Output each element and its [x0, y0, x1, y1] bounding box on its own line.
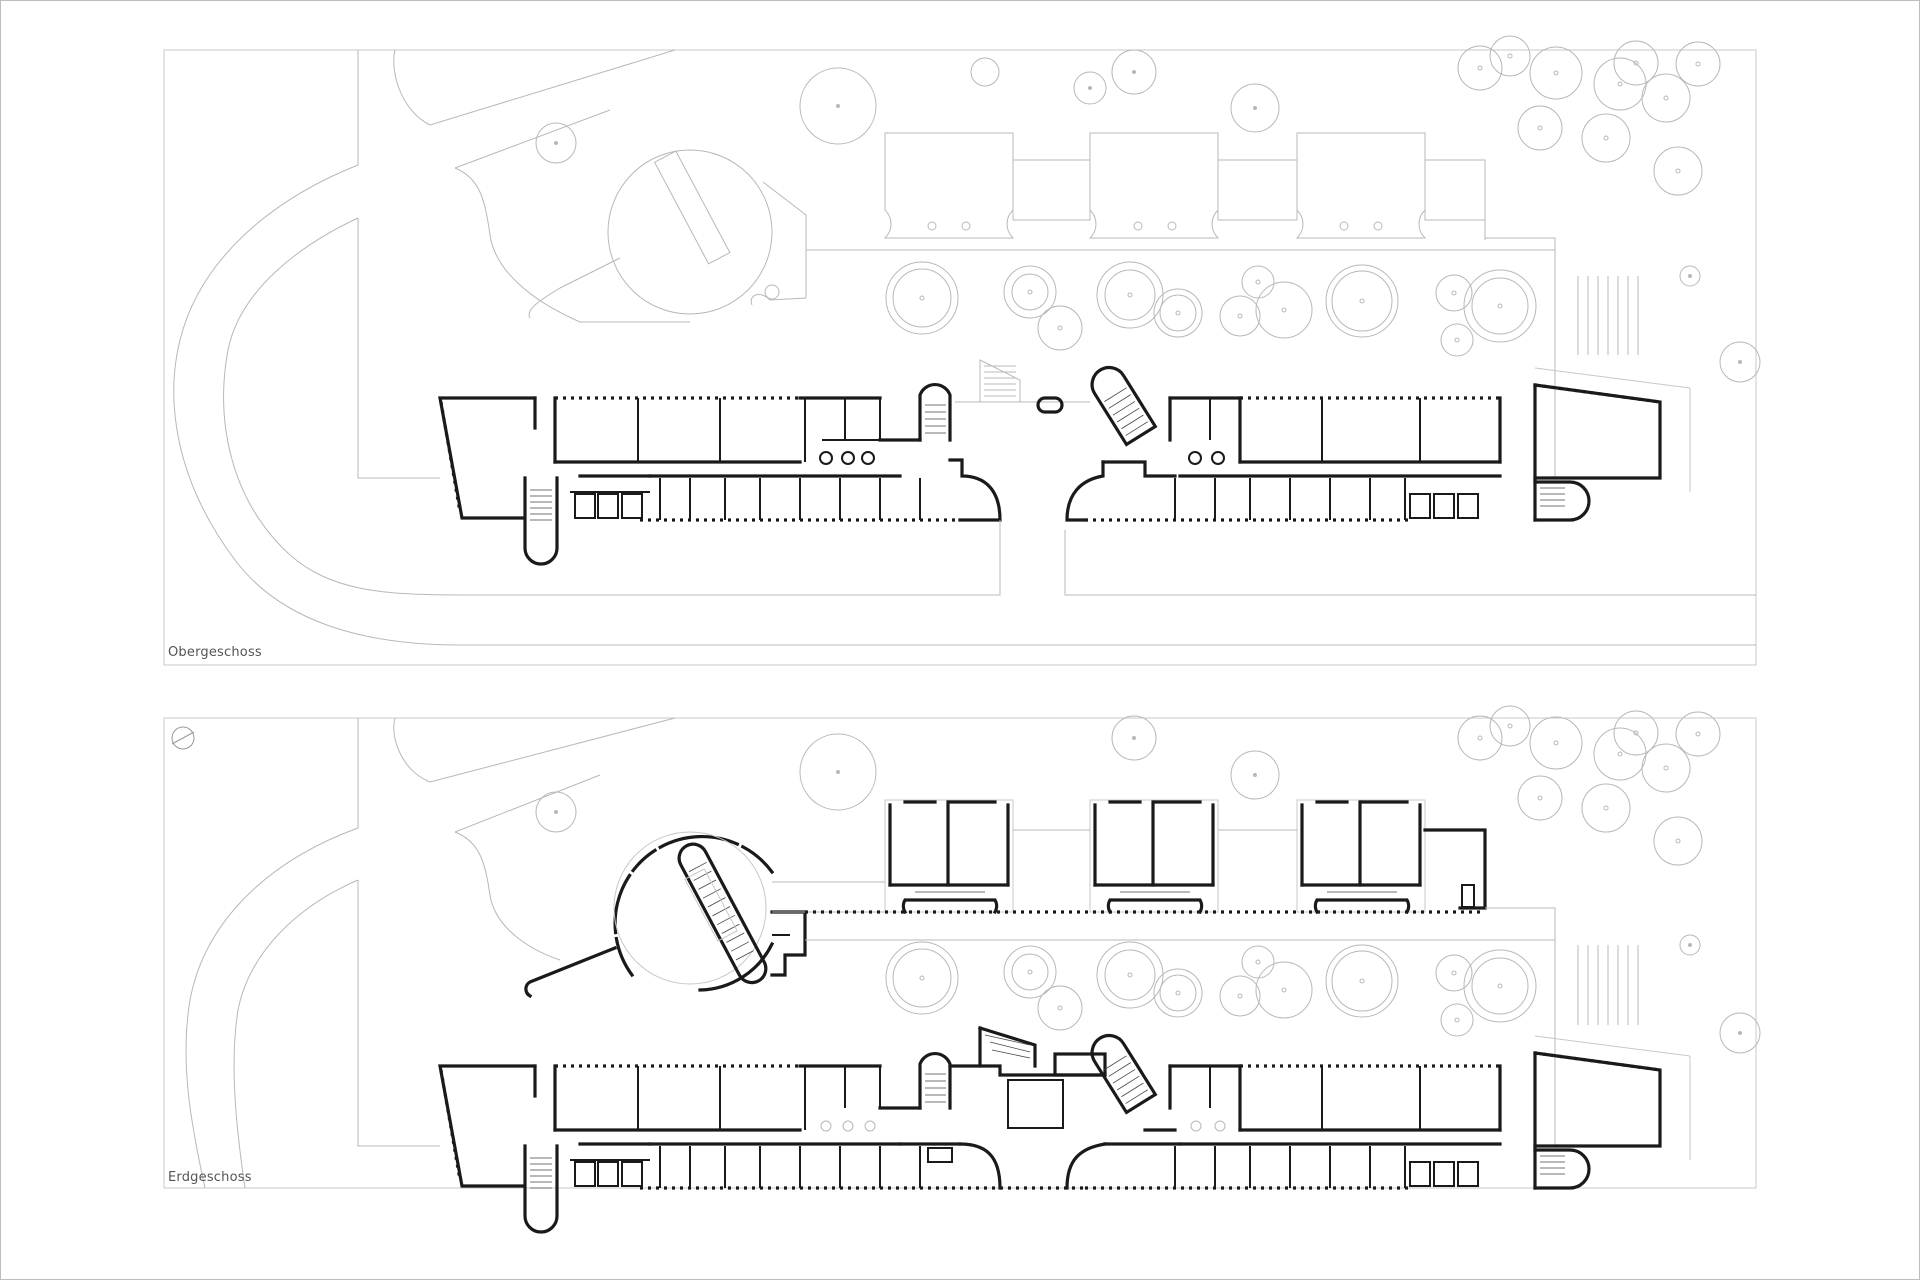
floor-label-lower: Erdgeschoss [168, 1170, 252, 1185]
plan-upper-floor [163, 35, 1761, 666]
floor-label-upper: Obergeschoss [168, 645, 262, 660]
plan-ground-floor [163, 705, 1761, 1234]
plan-frame-lower [163, 717, 1757, 1189]
north-arrow-icon [171, 726, 195, 750]
plan-frame-upper [163, 49, 1757, 666]
